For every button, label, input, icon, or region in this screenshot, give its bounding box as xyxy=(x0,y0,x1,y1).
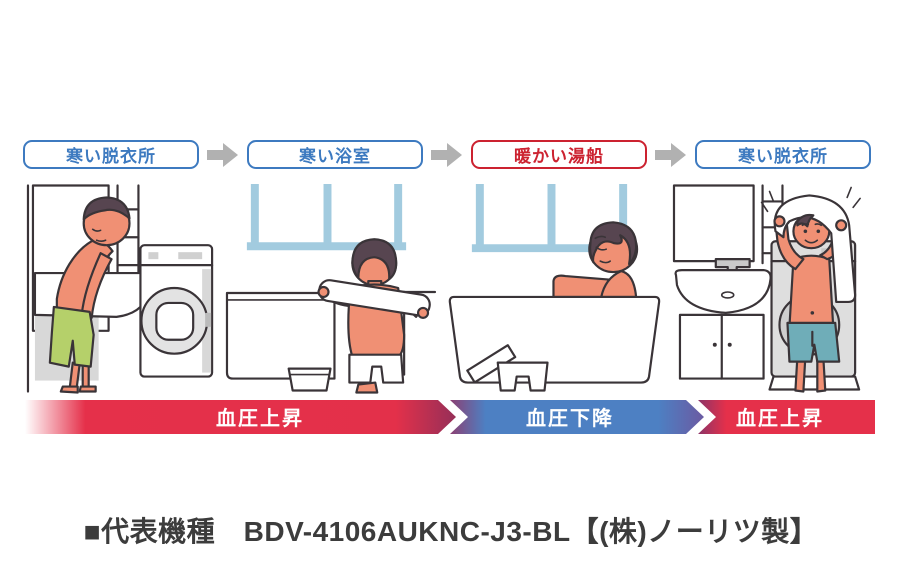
person-washing-back xyxy=(317,238,431,394)
bp-segment-fall: 血圧下降 xyxy=(450,400,704,434)
hair xyxy=(82,196,131,221)
svg-text:血圧上昇: 血圧上昇 xyxy=(736,406,824,430)
bp-segment-rise-1: 血圧上昇 xyxy=(25,400,456,434)
person-in-bath xyxy=(552,221,639,299)
bath-stool xyxy=(496,361,549,392)
mirror xyxy=(672,184,755,263)
bathtub-side xyxy=(225,291,336,380)
hair-fringe xyxy=(796,213,815,228)
svg-text:血圧下降: 血圧下降 xyxy=(526,406,614,430)
blood-pressure-bar: 血圧上昇 血圧下降 血圧上昇 xyxy=(25,400,875,434)
hair xyxy=(589,221,638,266)
flow-steps-row: 寒い脱衣所 寒い浴室 暖かい湯船 寒い脱衣所 xyxy=(23,140,871,169)
flow-arrow-icon xyxy=(423,142,471,167)
step-box-cold-dressing-room-1: 寒い脱衣所 xyxy=(23,140,199,169)
white-shorts xyxy=(348,353,405,384)
green-shorts xyxy=(48,305,95,368)
person-drying-hair xyxy=(760,186,861,393)
flow-arrow-icon xyxy=(647,142,695,167)
hair xyxy=(351,238,398,281)
step-box-warm-bathtub: 暖かい湯船 xyxy=(471,140,647,169)
head-towel xyxy=(773,194,857,304)
washing-machine xyxy=(139,244,214,378)
wash-basin xyxy=(287,367,332,392)
bp-segment-rise-2: 血圧上昇 xyxy=(698,400,875,434)
vanity-unit xyxy=(672,184,784,380)
scene-undressing-cold-dressing-room xyxy=(26,184,214,394)
step-box-cold-dressing-room-2: 寒い脱衣所 xyxy=(695,140,871,169)
bath-lid xyxy=(466,344,517,384)
bathroom-window xyxy=(246,184,407,251)
scene-drying-off-dressing-room xyxy=(672,184,861,393)
illustration-strip xyxy=(23,184,881,396)
shoulder xyxy=(600,269,638,299)
step-box-cold-bathroom: 寒い浴室 xyxy=(247,140,423,169)
scene-warm-bathtub xyxy=(448,184,661,392)
svg-text:血圧上昇: 血圧上昇 xyxy=(216,406,304,430)
model-caption: ■代表機種 BDV-4106AUKNC-J3-BL【(株)ノーリツ製】 xyxy=(83,516,819,547)
flow-arrow-icon xyxy=(199,142,247,167)
foot xyxy=(355,381,379,394)
motion-lines xyxy=(760,186,861,213)
person-undressing xyxy=(48,196,131,394)
scene-washing-cold-bathroom xyxy=(225,184,437,394)
sink-basin xyxy=(674,269,772,314)
